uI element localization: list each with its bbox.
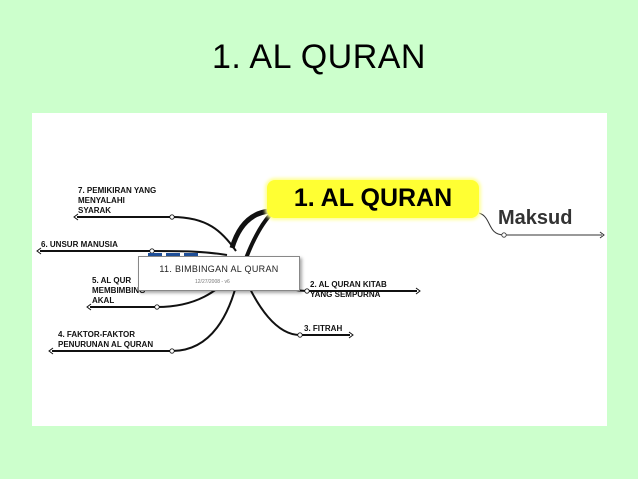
popup-dash-1 (148, 253, 162, 258)
maksud-node[interactable]: Maksud (498, 207, 573, 229)
node-2-label[interactable]: 2. AL QURAN KITAB YANG SEMPURNA (310, 280, 387, 299)
central-node-label: 1. AL QURAN (293, 184, 453, 212)
slide-title: 1. AL QURAN (212, 38, 426, 76)
node-4-label[interactable]: 4. FAKTOR-FAKTOR PENURUNAN AL QURAN (58, 330, 154, 349)
node-7-label[interactable]: 7. PEMIKIRAN YANG MENYALAHI SYARAK (78, 186, 157, 215)
node-popup[interactable]: 11. BIMBINGAN AL QURAN 12/27/2008 - v6 (138, 256, 300, 291)
branch-trunk-upper (229, 208, 271, 249)
branch-6 (40, 250, 228, 256)
popup-date: 12/27/2008 - v6 (195, 279, 230, 285)
popup-dash-3 (184, 253, 198, 258)
popup-title: 11. BIMBINGAN AL QURAN (159, 264, 279, 274)
popup-dash-2 (166, 253, 180, 258)
mindmap-panel: 1. AL QURAN Maksud 7. PEMIKIRAN YANG MEN… (32, 113, 607, 426)
node-6-label[interactable]: 6. UNSUR MANUSIA (41, 240, 118, 249)
node-3-label[interactable]: 3. FITRAH (304, 324, 343, 333)
central-node[interactable]: 1. AL QURAN (267, 180, 479, 218)
node-5-label[interactable]: 5. AL QUR MEMBIMBING AKAL (92, 276, 146, 305)
mindmap-branches (36, 208, 605, 355)
